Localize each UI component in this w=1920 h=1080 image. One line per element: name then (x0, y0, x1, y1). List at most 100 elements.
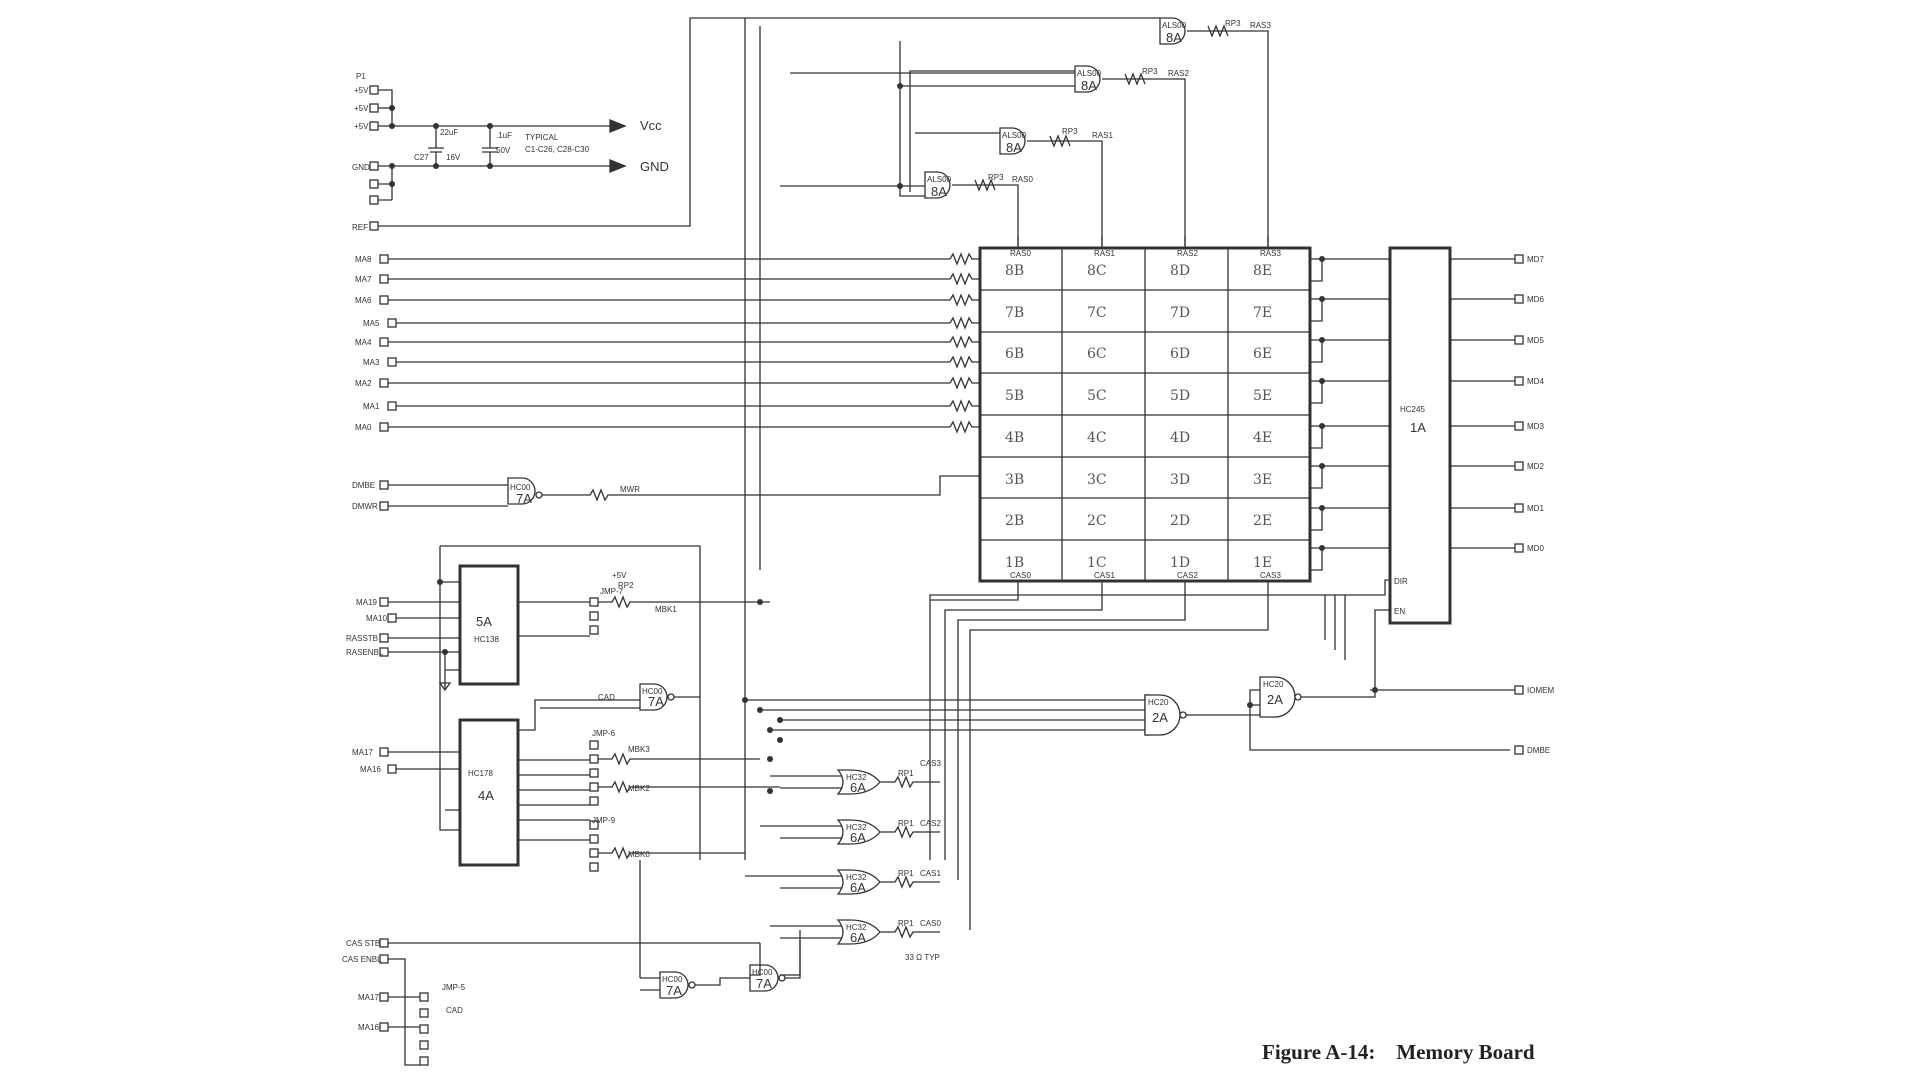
memory-cell: 8D (1170, 263, 1190, 279)
p1-connector-label: P1 (356, 72, 366, 81)
decoder-4A-name: 4A (478, 788, 494, 803)
bank-label: MBK0 (628, 850, 650, 859)
typical-refs: C1-C26, C28-C30 (525, 145, 590, 154)
decode-label: MA10 (366, 614, 387, 623)
junction-dots (389, 83, 1378, 794)
address-lines (379, 252, 980, 434)
memory-cell: 3B (1005, 472, 1024, 488)
gnd-output-label: GND (640, 159, 669, 174)
decode-label: RASENBL (346, 648, 384, 657)
gate-6A-type: HC32 (846, 923, 867, 932)
gate-7A-type: HC00 (510, 483, 531, 492)
address-label: MA2 (355, 379, 372, 388)
cap-big-value: 22uF (440, 128, 458, 137)
bank-label: MBK1 (655, 605, 677, 614)
buffer-1A-labels: HC245 1A DIR EN (1394, 405, 1426, 616)
memory-cell: 5E (1253, 388, 1272, 404)
ras-lines (1017, 236, 1269, 248)
memory-cell: 4D (1170, 430, 1190, 446)
ras-pin-label: RAS0 (1010, 249, 1031, 258)
figure-caption: Figure A-14: Memory Board (1262, 1040, 1535, 1065)
vcc-label: +5V (612, 571, 627, 580)
cad-label: CAD (446, 1006, 463, 1015)
gate-8A-type: ALS00 (1077, 69, 1102, 78)
cap-big-ref: C27 (414, 153, 429, 162)
address-label: MA4 (355, 338, 372, 347)
vcc-pin-label: +5V (354, 122, 369, 131)
resistor-label: RP3 (988, 173, 1004, 182)
gate-8A-name: 8A (1081, 78, 1097, 93)
buffer-1A-name: 1A (1410, 420, 1426, 435)
typical-note: TYPICAL (525, 133, 559, 142)
cad-label: CAD (598, 693, 615, 702)
gate-7A-cad-name: 7A (648, 694, 664, 709)
cas-input-label: CAS STB (346, 939, 380, 948)
vcc-pin-label: +5V (354, 104, 369, 113)
ras-label: RAS2 (1168, 69, 1189, 78)
address-label: MA3 (363, 358, 380, 367)
gate-8A-group (744, 17, 1269, 860)
decoder-5A-name: 5A (476, 614, 492, 629)
gate-2A-name: 2A (1267, 692, 1283, 707)
en-label: EN (1394, 607, 1405, 616)
vcc-pin-label: +5V (354, 86, 369, 95)
jumper-label: JMP-9 (592, 816, 616, 825)
memory-cell: 8E (1253, 263, 1272, 279)
gate-8A-labels: ALS00 8A ALS00 8A ALS00 8A ALS00 8A RP3 … (927, 19, 1271, 199)
memory-cells: 8B 8C 8D 8E 7B 7C 7D 7E 6B 6C 6D 6E 5B 5… (1005, 263, 1272, 571)
ras-label: RAS1 (1092, 131, 1113, 140)
cas-out-label: CAS1 (920, 869, 941, 878)
resistor-label: RP1 (898, 819, 914, 828)
decoder-4A-type: HC178 (468, 769, 493, 778)
ras-pin-label: RAS1 (1094, 249, 1115, 258)
cas-lines (930, 581, 1346, 930)
address-input-labels: MA8 MA7 MA6 MA5 MA4 MA3 MA2 MA1 MA0 DMBE… (352, 255, 640, 511)
cas-pin-label: CAS1 (1094, 571, 1115, 580)
memory-cell: 4C (1087, 430, 1107, 446)
memory-cell: 7C (1087, 305, 1107, 321)
gate-8A-type: ALS00 (1002, 131, 1027, 140)
data-output-label: MD2 (1527, 462, 1544, 471)
decoder-5A (379, 545, 770, 860)
figure-title: Memory Board (1396, 1040, 1535, 1064)
cas-pin-label: CAS2 (1177, 571, 1198, 580)
decode-input-labels: MA19 MA10 RASSTB RASENBL MA17 MA16 5A HC… (346, 571, 677, 992)
gate-7A-name: 7A (666, 983, 682, 998)
memory-cell: 1E (1253, 555, 1272, 571)
bank-label: MBK2 (628, 784, 650, 793)
mwr-label: MWR (620, 485, 640, 494)
cap-small-value: .1uF (496, 131, 512, 140)
memory-cell: 1B (1005, 555, 1024, 571)
memory-cell: 6B (1005, 346, 1024, 362)
resistor-label: RP1 (898, 769, 914, 778)
cas-out-label: CAS2 (920, 819, 941, 828)
memory-cell: 7B (1005, 305, 1024, 321)
gate-8A-type: ALS00 (927, 175, 952, 184)
address-label: MA0 (355, 423, 372, 432)
gate-7A-type: HC00 (752, 968, 773, 977)
decode-label: MA17 (352, 748, 373, 757)
memory-cell: 5D (1170, 388, 1190, 404)
cas-pin-label: CAS0 (1010, 571, 1031, 580)
mwr-gate-7A (379, 475, 980, 511)
cas-input-label: MA17 (358, 993, 379, 1002)
memory-cell: 3D (1170, 472, 1190, 488)
data-bus (929, 246, 1524, 860)
power-labels: P1 +5V +5V +5V GND REF 22uF C27 16V .1uF… (352, 72, 669, 232)
memory-cell: 3C (1087, 472, 1107, 488)
gate-8A-type: ALS00 (1162, 21, 1187, 30)
memory-cell: 5B (1005, 388, 1024, 404)
ras-pin-label: RAS2 (1177, 249, 1198, 258)
ref-pin-label: REF (352, 223, 368, 232)
data-output-label: MD0 (1527, 544, 1544, 553)
control-label: DMBE (352, 481, 375, 490)
cas-out-label: CAS0 (920, 919, 941, 928)
vcc-output-label: Vcc (640, 118, 662, 133)
address-label: MA7 (355, 275, 372, 284)
buffer-1A-type: HC245 (1400, 405, 1425, 414)
cap-small-rating: 50V (496, 146, 511, 155)
cas-input-label: MA16 (358, 1023, 379, 1032)
memory-cell: 5C (1087, 388, 1107, 404)
gate-8A-name: 8A (1006, 140, 1022, 155)
